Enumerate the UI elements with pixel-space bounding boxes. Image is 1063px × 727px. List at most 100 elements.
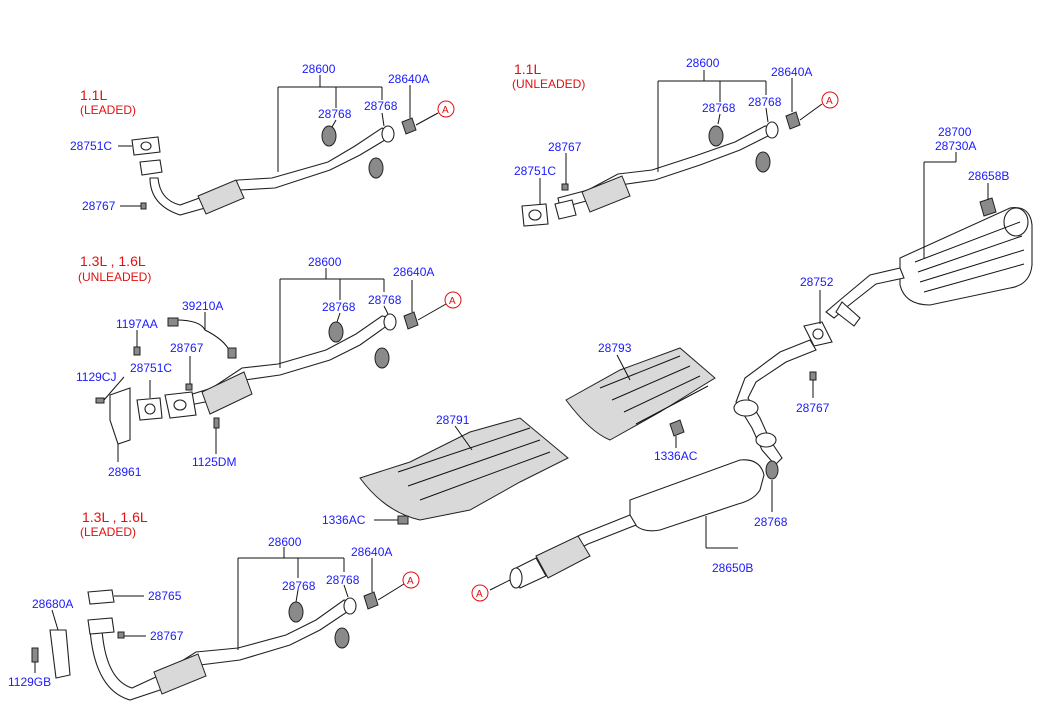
flange-hole [173,399,187,411]
leader-a [377,583,405,601]
label-28680a: 28680A [32,597,73,611]
hanger-rubber-a [321,125,337,147]
leader [616,354,631,381]
group-4-1-3l-1-6l-leaded: 1.3L , 1.6L (LEADED) A 28600 28768 28768… [8,509,420,701]
heat-shield-ribs [599,355,709,425]
leader [454,425,473,451]
nut-28767 [140,202,147,210]
label-28640a: 28640A [351,545,392,559]
catalytic-converter [197,179,245,215]
label-28650b: 28650B [712,561,753,575]
flange-rear [835,301,861,327]
label-28600: 28600 [268,535,302,549]
hanger-rubber-b [374,347,390,369]
connector-a-label: A [476,589,483,600]
label-28751c: 28751C [70,139,112,153]
resonator [535,535,591,579]
leader [103,376,125,401]
bracket-28961 [109,387,131,445]
label-28768: 28768 [326,573,360,587]
leader [336,312,341,323]
pipe-inlet-end [509,567,523,589]
catalytic-converter [153,653,207,695]
group-2-engine: 1.1L [514,61,541,77]
label-28751c: 28751C [130,361,172,375]
label-1129cj: 1129CJ [76,370,116,384]
nut-28767 [809,371,817,381]
connector-a-label: A [449,296,456,307]
label-28767: 28767 [548,140,582,154]
label-28767: 28767 [150,629,184,643]
gasket-hole [528,209,542,221]
leader [51,609,59,631]
group-4-fuel: (LEADED) [80,525,136,539]
muffler-end [1003,207,1029,237]
label-28658b: 28658B [968,169,1009,183]
bracket-28680a [49,629,71,679]
gasket-hole [144,403,156,415]
pipe-joint [755,432,777,448]
label-28793: 28793 [598,341,632,355]
label-28640a: 28640A [393,265,434,279]
hanger-rubber-b [755,151,771,173]
label-28751c: 28751C [514,164,556,178]
connector-a-label: A [442,105,449,116]
label-28768: 28768 [282,579,316,593]
leader-a [415,112,439,126]
oxygen-sensor-39210a [227,347,237,359]
catalytic-converter [201,371,253,415]
label-28791: 28791 [436,413,470,427]
label-28600: 28600 [308,255,342,269]
leader-a [417,303,447,321]
pipe-end [381,125,395,143]
group-3-1-3l-1-6l-unleaded: 1.3L , 1.6L (UNLEADED) A [76,253,462,479]
hanger-rubber-a [708,125,724,147]
group-3-fuel: (UNLEADED) [78,270,151,284]
main-rear-system: A 28700 28730A 28658B 28752 28767 28793 … [322,125,1033,602]
clamp-28640a [785,111,801,130]
flange [87,617,115,635]
label-28767: 28767 [82,199,116,213]
label-28767: 28767 [170,341,204,355]
gasket-hole [812,328,824,340]
label-28768: 28768 [368,293,402,307]
nut-28767 [117,631,125,639]
hanger-28658b [979,197,997,217]
leader [381,112,385,127]
nut-1336ac [397,515,409,525]
bolt-1197aa [133,346,141,356]
group-1-fuel: (LEADED) [80,103,136,117]
hanger-rubber [765,460,779,480]
label-28768: 28768 [322,300,356,314]
connector-a-circle [437,100,455,118]
catalytic-converter [581,175,631,213]
rear-muffler-28700 [899,207,1033,306]
label-1129gb: 1129GB [8,675,51,689]
leader [343,584,349,598]
label-28765: 28765 [148,589,182,603]
group-1-1-1l-leaded: 1.1L (LEADED) A 28600 28768 28768 28640A… [70,62,455,216]
label-28640a: 28640A [388,72,429,86]
flange [554,199,577,220]
gasket-28765 [87,589,115,605]
bolt-1129gb [31,647,39,663]
label-28768: 28768 [364,99,398,113]
bolt-1125dm [213,417,220,429]
nut-28767 [185,383,193,391]
pipe-end [343,597,357,615]
bolt-1129cj [95,397,105,404]
group-2-fuel: (UNLEADED) [512,77,585,91]
label-39210a: 39210A [182,299,223,313]
label-28730a: 28730A [935,139,976,153]
leader [717,113,721,125]
hanger-rubber-b [368,157,384,179]
heat-shield-ribs [397,427,551,501]
leader [295,589,299,603]
leader-a [489,579,511,591]
leader [331,119,337,128]
pipe-joint [733,399,759,417]
leader [765,107,769,123]
label-1336ac: 1336AC [654,449,698,463]
label-28768: 28768 [748,95,782,109]
